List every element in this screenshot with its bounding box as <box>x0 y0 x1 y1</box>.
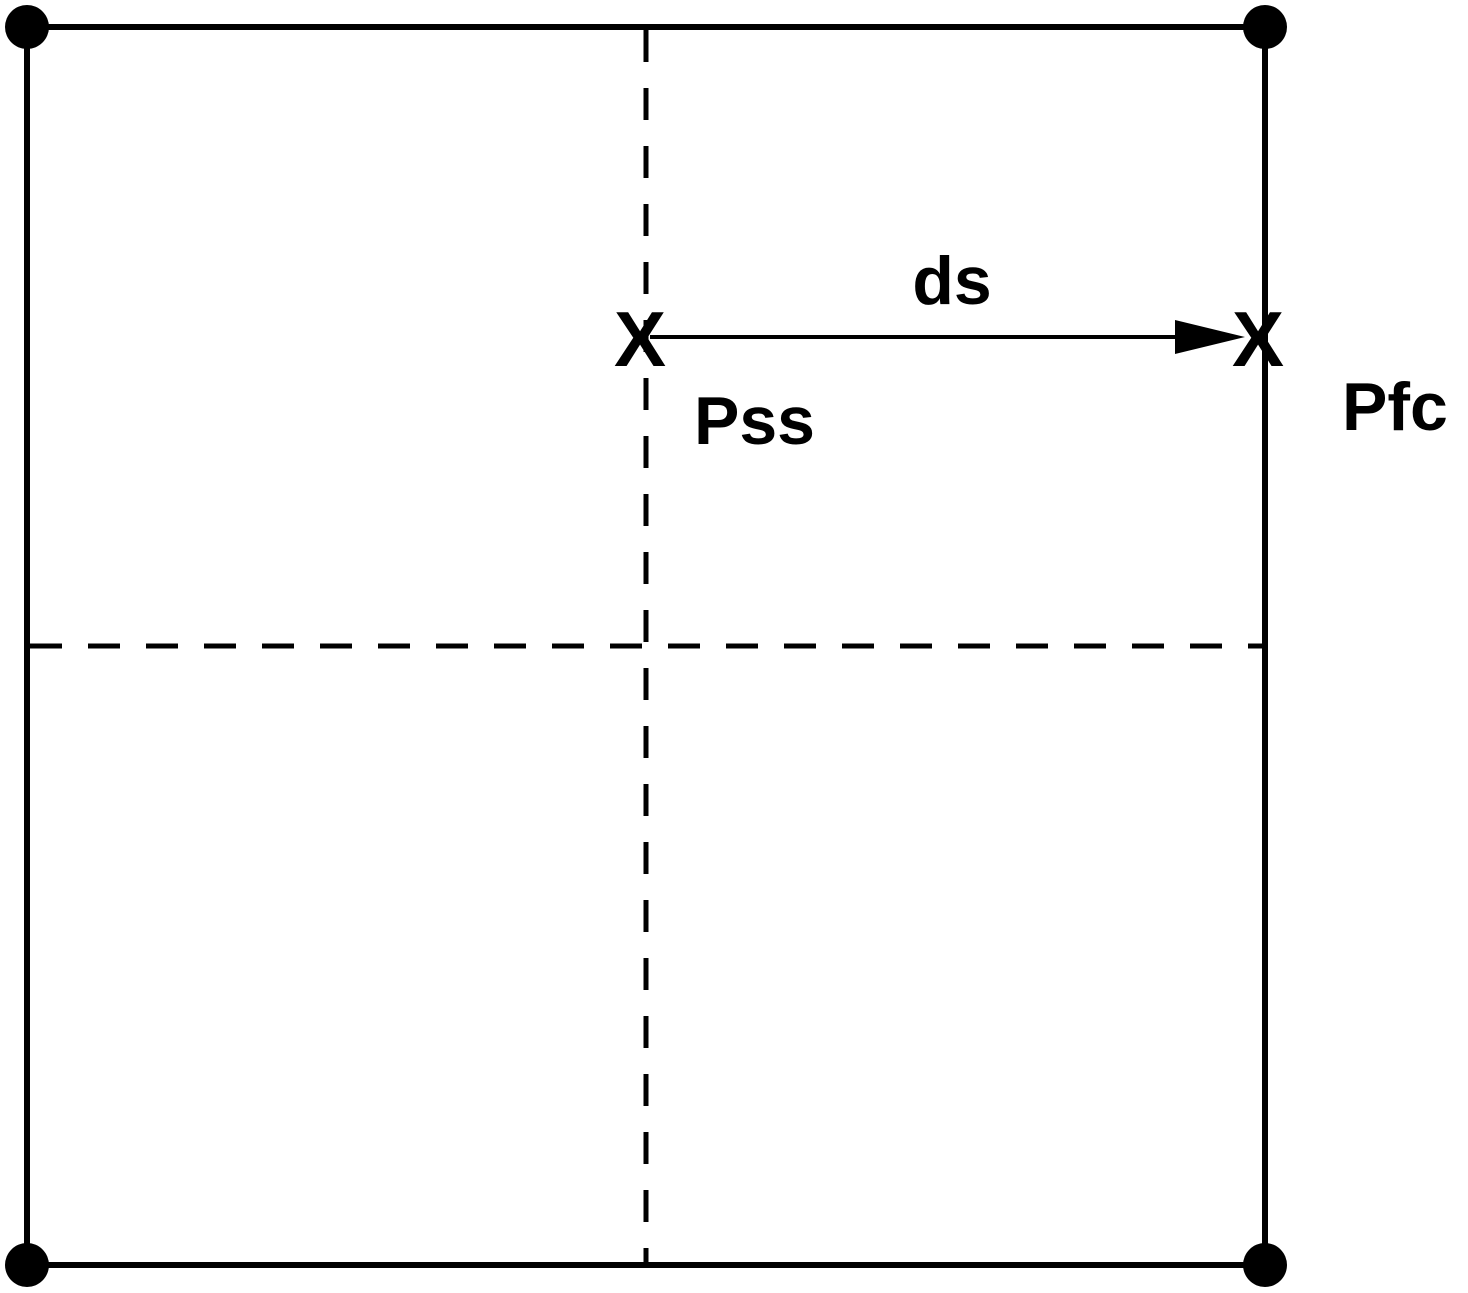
end-point-label: Pfc <box>1342 369 1448 445</box>
start-point-marker: X <box>614 295 666 383</box>
cell-border <box>24 24 1268 1268</box>
corner-node-top-left <box>5 5 49 49</box>
corner-node-bottom-right <box>1243 1243 1287 1287</box>
end-point-marker: X <box>1232 295 1284 383</box>
arrowhead-icon <box>1175 320 1245 354</box>
corner-node-top-right <box>1243 5 1287 49</box>
start-point-label: Pss <box>694 383 815 459</box>
displacement-label: ds <box>912 243 991 319</box>
corner-node-bottom-left <box>5 1243 49 1287</box>
